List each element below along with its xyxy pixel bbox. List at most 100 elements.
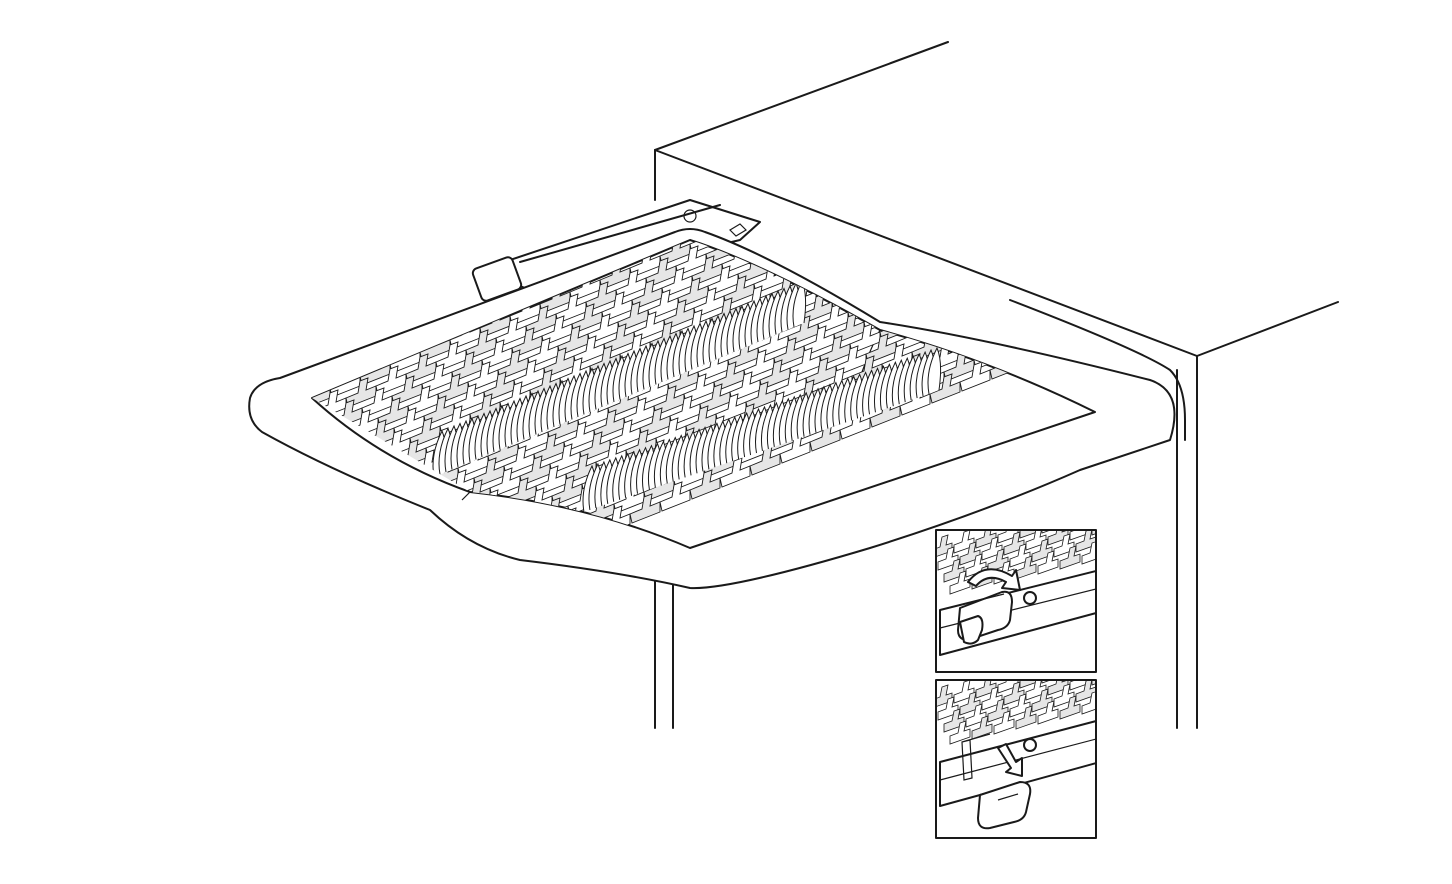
rack-tine <box>689 469 721 500</box>
step-2-stopper <box>977 781 1032 830</box>
rack-tine <box>902 172 932 201</box>
rack-tine <box>840 164 870 193</box>
rack-tine <box>1041 531 1049 534</box>
rack-spines <box>432 279 942 513</box>
dishwasher-cabinet <box>654 41 1339 729</box>
rack-tine <box>1140 290 1170 319</box>
rack-tine <box>1040 166 1070 195</box>
rack-tine <box>992 136 1022 165</box>
rack-tine <box>781 240 813 250</box>
rack-tine <box>919 240 951 244</box>
rack-tine <box>964 180 994 209</box>
rack-tine <box>629 493 661 524</box>
rack-tine <box>951 240 983 264</box>
rack-tine <box>809 421 841 452</box>
rack-tine <box>1037 550 1059 575</box>
rack-tine <box>1047 531 1069 546</box>
rack-tine <box>1066 90 1096 119</box>
rack-tine <box>1075 681 1095 703</box>
rack-tine <box>1020 92 1050 121</box>
rack-tine <box>934 192 964 221</box>
rack-tine <box>1242 200 1272 229</box>
rack-tine <box>1072 186 1102 215</box>
rack-tine <box>1059 695 1081 720</box>
rack-tine <box>1178 160 1208 189</box>
rack-tine <box>1047 681 1069 696</box>
rack-tine <box>1081 691 1095 715</box>
rack-tine <box>929 373 961 404</box>
rack-tine <box>1069 531 1091 541</box>
rack-tine <box>978 158 1008 187</box>
rack-tine <box>1194 170 1224 199</box>
rack-tine <box>719 457 751 488</box>
rack-tine <box>1146 140 1176 169</box>
rack-tine <box>1026 188 1056 217</box>
rack-tine <box>999 263 1031 294</box>
rack-tine <box>955 297 987 328</box>
rack-tine <box>1114 120 1144 149</box>
rack-tine <box>1073 240 1095 248</box>
rack-tine <box>1036 102 1066 131</box>
cabinet-top-back-edge <box>654 41 949 151</box>
rack-tine <box>935 240 967 254</box>
rack-tine <box>900 140 930 169</box>
rack-tine <box>1274 220 1304 249</box>
rack-tine <box>1200 266 1230 295</box>
rack-tine <box>1230 254 1260 283</box>
rack-tine <box>1058 208 1088 237</box>
rack-tine <box>1027 240 1059 250</box>
rack-tine <box>1043 240 1075 260</box>
rack-tine <box>1104 206 1134 235</box>
rack-tine <box>797 240 829 260</box>
rack-tine <box>967 243 999 274</box>
rack-tine <box>826 186 856 215</box>
rack-tine <box>886 162 916 191</box>
rack-tine <box>779 433 811 464</box>
rack-tine <box>1244 232 1274 261</box>
rack-tine <box>1091 531 1095 536</box>
rack-tine <box>877 279 909 310</box>
rack-tine <box>960 116 990 145</box>
step-1-inset <box>935 500 1106 673</box>
rack-tine <box>937 255 969 286</box>
rack-tine <box>946 138 976 167</box>
rack-tine <box>1001 295 1033 326</box>
rack-tine <box>1290 230 1320 259</box>
rack-tine <box>1084 132 1114 161</box>
rack-tine <box>1166 214 1196 243</box>
rack-tine <box>875 247 907 278</box>
rack-tine <box>1120 216 1150 245</box>
rack-tine <box>1182 224 1212 253</box>
rack-tine <box>1086 500 1106 523</box>
rack-tine <box>1088 196 1118 225</box>
rack-tine <box>1008 146 1038 175</box>
rack-tine <box>997 681 1019 694</box>
rack-tine <box>1168 246 1198 275</box>
rack-tine <box>918 182 948 211</box>
rack-tine <box>994 168 1024 197</box>
rack-tine <box>1122 248 1152 277</box>
rack-tine <box>813 240 845 270</box>
rack-tine <box>1100 142 1130 171</box>
rack-tine <box>916 150 946 179</box>
rack-tine <box>1164 182 1194 211</box>
rack-tine <box>976 126 1006 155</box>
curved-arrow-icon <box>967 568 1021 591</box>
rack-tine <box>1162 150 1192 179</box>
rack-tine <box>1056 176 1086 205</box>
rack-tine <box>1068 122 1098 151</box>
rack-tine <box>1054 144 1084 173</box>
rack-tine <box>1017 305 1049 336</box>
rack-tine <box>766 210 796 239</box>
rack-tine <box>950 202 980 231</box>
rack-tine <box>1228 222 1258 251</box>
rack-tine <box>1098 110 1128 139</box>
rack-tine <box>1110 302 1140 331</box>
rack-tine <box>1059 545 1081 570</box>
rack-tine <box>1063 303 1095 334</box>
rack-tine <box>996 200 1026 229</box>
rack-tine <box>1148 172 1178 201</box>
rack-tine <box>983 253 1015 284</box>
rack-tine <box>1138 258 1168 287</box>
rack-spine-coil <box>927 346 942 395</box>
